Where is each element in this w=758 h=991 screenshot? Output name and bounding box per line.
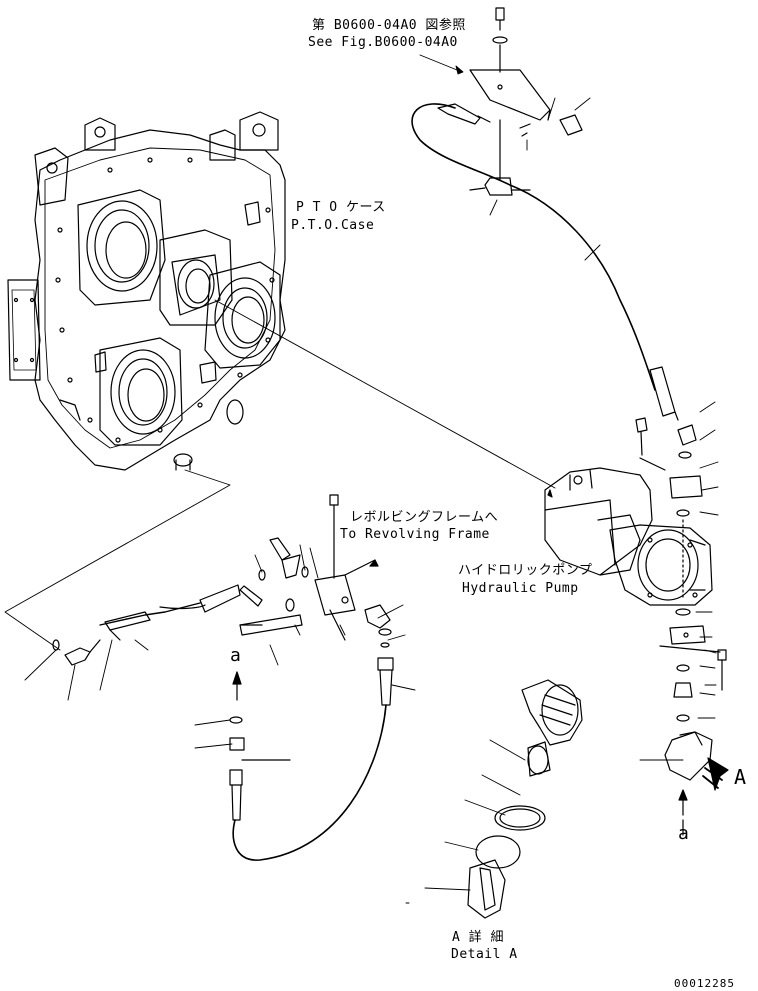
- part-leaders: [24, 544, 526, 904]
- mark-a-left: a: [230, 645, 242, 666]
- reference-label-en: See Fig.B0600-04A0: [308, 35, 458, 50]
- leader-lines: [4, 54, 719, 761]
- pto-case-label-en: P.T.O.Case: [291, 218, 375, 233]
- detail-a-parts: [467, 679, 583, 919]
- view-a-marker: A: [734, 765, 747, 789]
- hydraulic-pump: [544, 467, 713, 606]
- revolving-frame-label-en: To Revolving Frame: [340, 527, 490, 542]
- pump-fittings-top: [635, 417, 703, 601]
- revolving-frame-block: [199, 494, 391, 641]
- pto-case-label-jp: P T O ケース: [296, 200, 386, 215]
- detail-a-label-en: Detail A: [451, 947, 518, 962]
- revolving-frame-label-jp: レボルビングフレームへ: [350, 510, 499, 525]
- hydraulic-pump-label-jp: ハイドロリックポンプ: [458, 563, 593, 578]
- pto-case: [7, 111, 286, 471]
- mark-a-right: a: [678, 823, 690, 844]
- center-hose: [229, 628, 394, 861]
- view-arrow-a: [702, 757, 729, 791]
- clamp-assembly: [411, 7, 679, 421]
- drawing-number: 00012285: [674, 977, 735, 990]
- left-hose: [52, 602, 263, 666]
- reference-label-jp: 第 B0600-04A0 図参照: [312, 18, 466, 33]
- hydraulic-pump-label-en: Hydraulic Pump: [462, 581, 579, 596]
- detail-a-label-jp: A 詳 細: [452, 930, 504, 945]
- pump-fittings-bottom: [659, 608, 727, 836]
